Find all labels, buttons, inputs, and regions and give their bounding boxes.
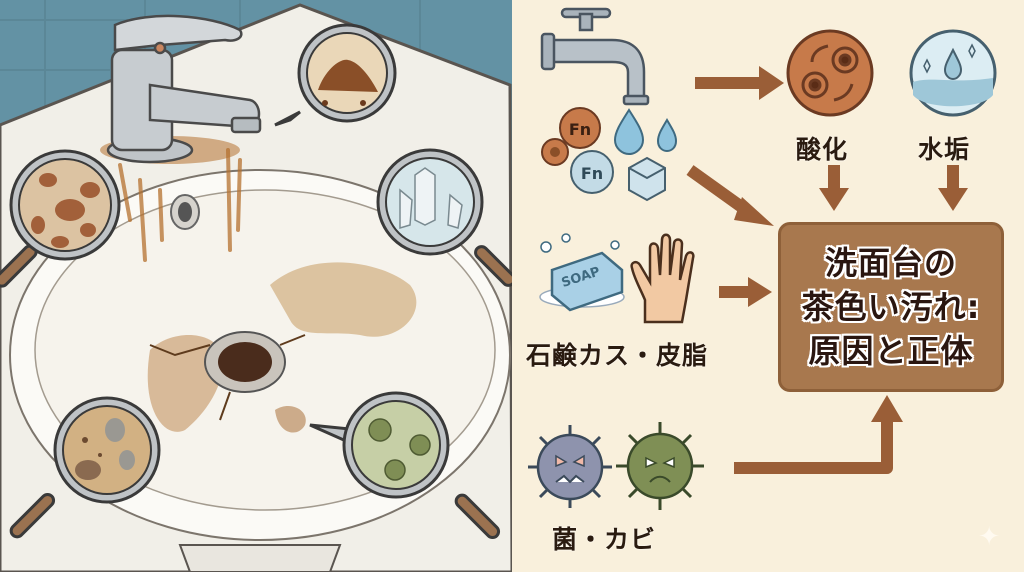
crystal-icon <box>628 156 666 202</box>
label-water-scale: 水垢 <box>918 135 971 164</box>
title-box: 洗面台の 茶色い汚れ: 原因と正体 <box>778 222 1004 392</box>
mold-icon <box>616 422 704 510</box>
sink-illustration-svg <box>0 0 512 572</box>
arrow-water-to-title <box>686 165 774 226</box>
label-oxidation: 酸化 <box>796 135 849 164</box>
oxidation-cycle-icon <box>786 29 874 117</box>
magnifier-rust-powder <box>274 23 397 127</box>
title-line-2: 茶色い汚れ: <box>801 288 981 326</box>
flow-arrows: Fn Fn <box>528 7 997 510</box>
label-bacteria-mold: 菌・カビ <box>552 525 657 554</box>
faucet-icon <box>540 7 650 106</box>
title-line-1: 洗面台の <box>824 244 957 282</box>
sink-illustration <box>0 0 512 572</box>
faucet <box>106 14 262 164</box>
hand-icon <box>630 233 695 324</box>
iron-ion-icon: Fn <box>541 107 601 166</box>
svg-text:Fn: Fn <box>581 164 603 183</box>
title-line-3: 原因と正体 <box>808 332 974 370</box>
sparkle-icon: ✦ <box>978 522 1000 552</box>
magnifier-brown-spots <box>0 149 121 288</box>
arrow-water-to-oxidation <box>695 66 784 100</box>
arrow-microbes-to-title <box>734 395 903 474</box>
magnifier-grime <box>9 396 161 539</box>
magnifier-crystals <box>376 148 512 287</box>
water-scale-icon <box>909 29 997 117</box>
arrow-oxidation-down <box>819 165 849 211</box>
cause-diagram: Fn Fn <box>512 0 1024 572</box>
label-soap-scum-sebum: 石鹸カス・皮脂 <box>526 341 709 370</box>
ion-blue-icon: Fn <box>570 150 614 194</box>
arrow-soap-to-title <box>719 277 772 307</box>
arrow-scale-down <box>938 165 968 211</box>
svg-text:Fn: Fn <box>569 120 591 139</box>
water-drop-icon <box>613 108 678 156</box>
bacteria-icon <box>528 425 612 508</box>
magnifier-microbes <box>309 391 501 540</box>
soap-bar-icon: SOAP <box>539 233 625 312</box>
